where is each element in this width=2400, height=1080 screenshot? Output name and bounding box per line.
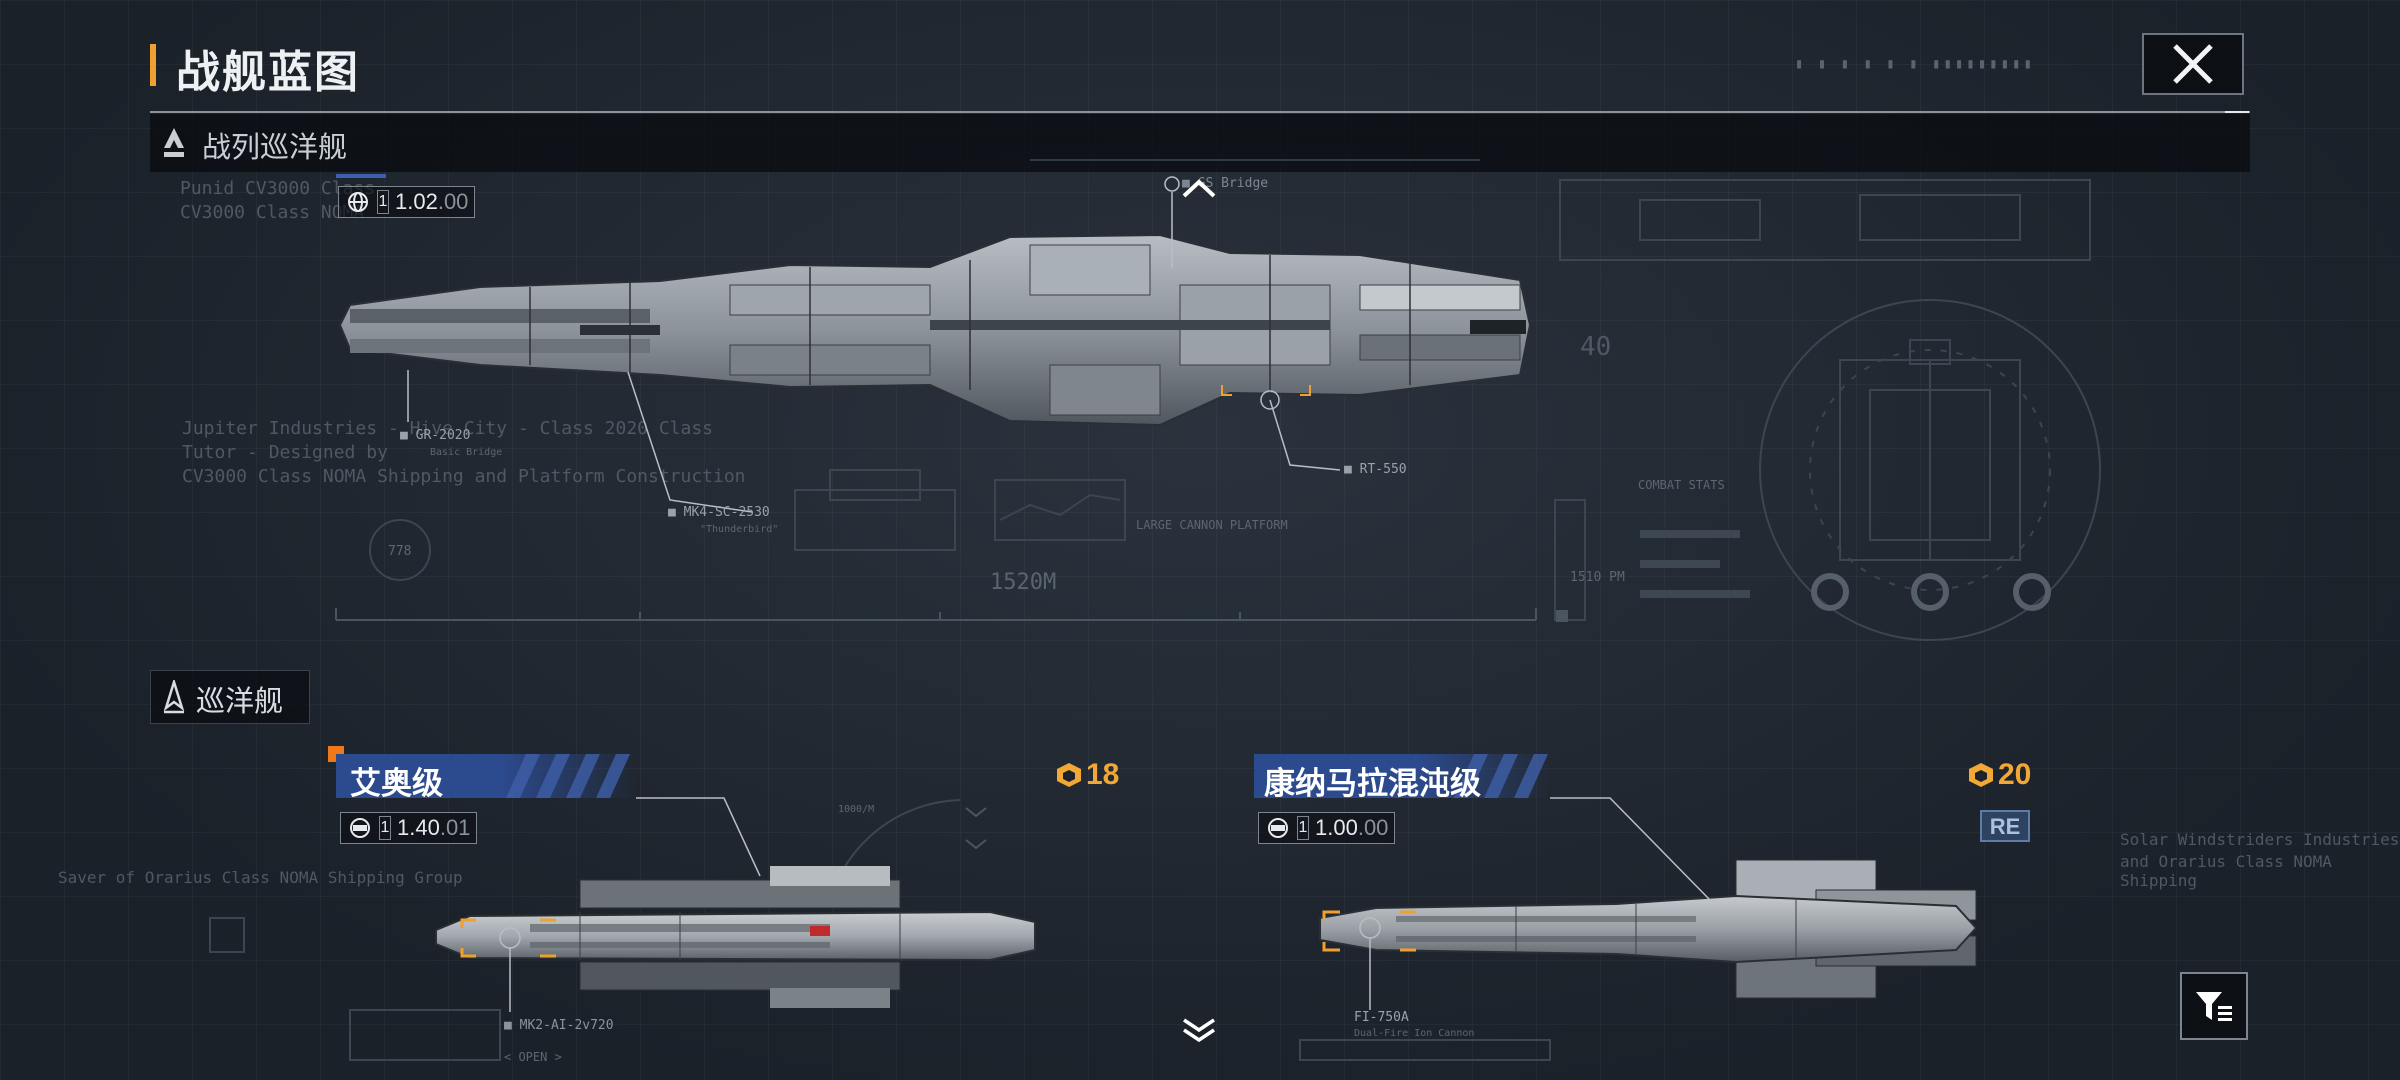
ghost-text: Saver of Orarius Class NOMA Shipping Gro…	[58, 868, 463, 887]
ghost-text: CV3000 Class NOMA Shipping and Platform …	[182, 466, 746, 487]
ship-name: 艾奥级	[350, 766, 443, 801]
chip-version: 1.00	[1315, 815, 1358, 840]
ship-type-icon	[350, 818, 370, 838]
section-header-cruiser	[150, 670, 310, 724]
ship-version-chip: 1 1.40.01	[340, 812, 478, 844]
ship-type-icon	[1268, 818, 1288, 838]
section-title-cruiser: 巡洋舰	[196, 686, 284, 718]
ship-name: 康纳马拉混沌级	[1264, 766, 1481, 801]
chip-subversion: .00	[437, 189, 469, 214]
callout-rt550: ■ RT-550	[1344, 462, 1407, 477]
band-stripes	[1454, 754, 1548, 798]
combat-stats-label: COMBAT STATS	[1638, 478, 1725, 492]
chip-number: 1	[1297, 816, 1309, 840]
ship-cost-value: 18	[1086, 758, 1120, 791]
section-header-battlecruiser	[150, 114, 2250, 172]
ship-name-band[interactable]: 艾奥级	[336, 754, 636, 801]
ship-version-chip: 1 1.00.00	[1258, 812, 1396, 844]
cost-crate-icon	[1057, 763, 1081, 787]
close-button[interactable]	[2142, 33, 2244, 95]
chip-number: 1	[377, 190, 389, 214]
deco-number-778: 778	[388, 544, 412, 559]
callout-mk2: ■ MK2-AI-2v720	[504, 1018, 614, 1033]
cost-crate-icon	[1969, 763, 1993, 787]
cruiser-ship-connemara[interactable]	[1316, 850, 1986, 1010]
callout-mk4-sub: "Thunderbird"	[700, 524, 779, 535]
ship-class-icon	[164, 128, 184, 157]
callout-fi750a-sub: Dual-Fire Ion Cannon	[1354, 1028, 1475, 1039]
scale-label: 1000/M	[838, 804, 875, 815]
close-icon	[2173, 44, 2213, 84]
platform-label: LARGE CANNON PLATFORM	[1136, 518, 1288, 532]
chip-version: 1.40	[397, 815, 440, 840]
callout-fi750a: FI-750A	[1354, 1010, 1409, 1025]
header-deco-dashes: ▮ ▮ ▮ ▮ ▮ ▮ ▮▮▮▮▮▮▮▮▮	[1795, 56, 2036, 72]
callout-mk2-sub: < OPEN >	[504, 1050, 562, 1064]
chevron-double-down-icon[interactable]	[1180, 1016, 1218, 1046]
ghost-text: Tutor - Designed by	[182, 442, 388, 463]
ghost-text: Solar Windstriders Industries	[2120, 830, 2400, 849]
deco-number-1510: 1510 PM	[1570, 570, 1625, 585]
deco-number-40: 40	[1580, 332, 1612, 362]
battlecruiser-ship[interactable]	[330, 225, 1560, 435]
filter-button[interactable]	[2180, 972, 2248, 1040]
ship-name-band[interactable]: 康纳马拉混沌级	[1254, 754, 1550, 801]
title-accent-bar	[150, 44, 156, 86]
length-label: 1520M	[990, 570, 1057, 595]
chip-subversion: .00	[1357, 815, 1389, 840]
cruiser-class-icon	[163, 680, 185, 714]
re-badge: RE	[1980, 810, 2030, 842]
callout-gr2020: ■ GR-2020	[400, 428, 471, 443]
callout-gr2020-sub: Basic Bridge	[430, 447, 503, 458]
page-title: 战舰蓝图	[176, 48, 360, 97]
ghost-text: CV3000 Class NOMA	[180, 202, 365, 223]
chevron-up-icon[interactable]	[1180, 176, 1218, 200]
globe-icon	[348, 192, 368, 212]
callout-mk4: ■ MK4-SC-2530	[668, 505, 770, 520]
ghost-text: Jupiter Industries - Hive City - Class 2…	[182, 418, 714, 439]
filter-list-icon	[2196, 992, 2232, 1021]
ghost-text: Punid CV3000 Class	[180, 178, 376, 199]
ship-cost: 18	[1056, 758, 1119, 792]
header-divider-highlight	[2225, 111, 2249, 113]
ghost-text: and Orarius Class NOMA Shipping	[2120, 852, 2332, 891]
chip-number: 1	[379, 816, 391, 840]
header-divider	[150, 111, 2250, 113]
section-title-battlecruiser: 战列巡洋舰	[202, 132, 348, 164]
band-stripes	[506, 754, 630, 798]
chip-accent	[336, 174, 386, 178]
ship-cost: 20	[1968, 758, 2031, 792]
chip-version: 1.02	[395, 189, 438, 214]
ship-cost-value: 20	[1998, 758, 2032, 791]
cruiser-ship-ao[interactable]	[430, 860, 1040, 1020]
chip-subversion: .01	[439, 815, 471, 840]
ship-version-chip: 1 1.02.00	[338, 186, 476, 218]
